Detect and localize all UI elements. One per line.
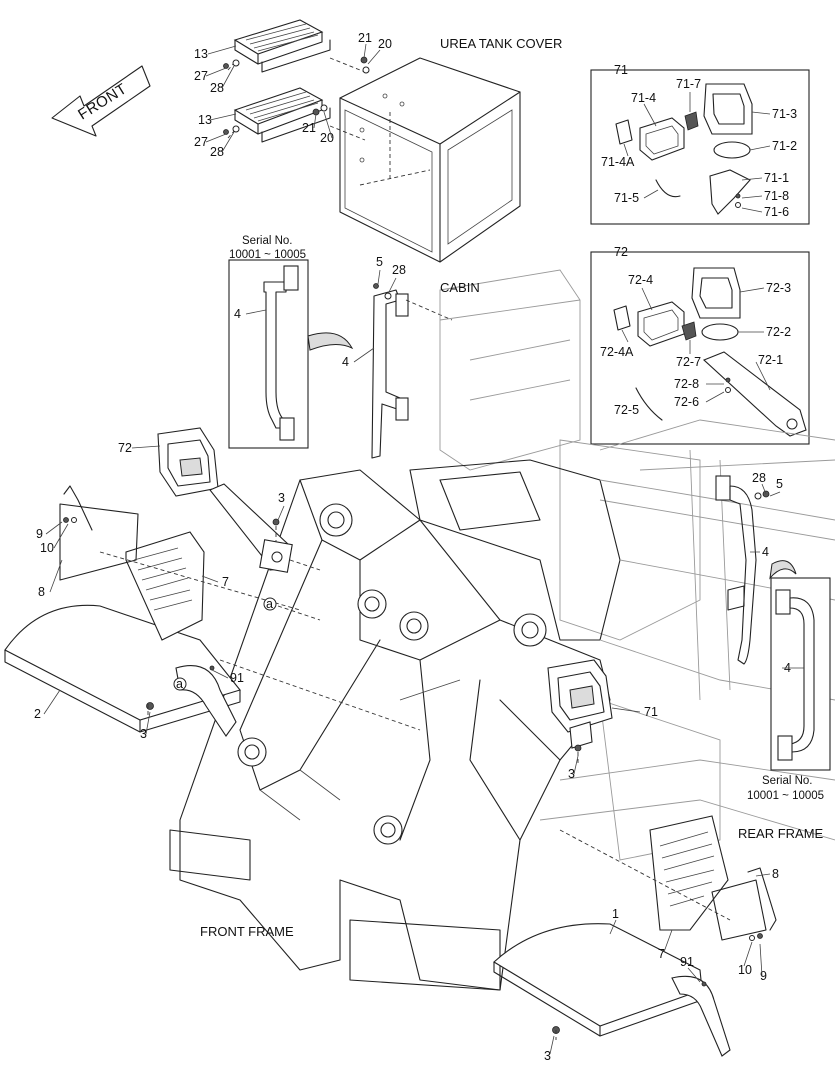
detail-box-72: 72 <box>590 245 810 445</box>
part-5-cabin: 5 <box>376 255 383 269</box>
serial-box-right <box>770 577 831 771</box>
label-71-1: 71-1 <box>764 171 789 185</box>
urea-tank-cover <box>339 57 521 263</box>
part-7-left: 7 <box>222 575 229 589</box>
serial-left-line2: 10001 ~ 10005 <box>229 249 306 261</box>
pointer-arrow-left <box>307 332 354 351</box>
part-1: 1 <box>612 907 619 921</box>
serial-right-line1: Serial No. <box>762 775 813 787</box>
label-72-3: 72-3 <box>766 281 791 295</box>
part-3-lamp72: 3 <box>278 491 285 505</box>
part-2: 2 <box>34 707 41 721</box>
part-71: 71 <box>644 705 658 719</box>
label-72-7: 72-7 <box>676 355 701 369</box>
step-lower <box>233 87 331 143</box>
part-4-cabin: 4 <box>342 355 349 369</box>
caption-urea-tank-cover: UREA TANK COVER <box>440 36 562 51</box>
part-28-upper: 28 <box>210 81 224 95</box>
part-20-upper: 20 <box>378 37 392 51</box>
label-72-1: 72-1 <box>758 353 783 367</box>
part-4-serial-left: 4 <box>234 307 241 321</box>
part-13-upper: 13 <box>194 47 208 61</box>
caption-rear-frame: REAR FRAME <box>738 826 824 841</box>
label-71-2: 71-2 <box>772 139 797 153</box>
label-71-6: 71-6 <box>764 205 789 219</box>
part-10-right: 10 <box>738 963 752 977</box>
label-71-7: 71-7 <box>676 77 701 91</box>
step-upper <box>233 19 331 73</box>
svg-text:a: a <box>176 677 183 691</box>
part-5-right: 5 <box>776 477 783 491</box>
label-71-5: 71-5 <box>614 191 639 205</box>
part-21-lower: 21 <box>302 121 316 135</box>
caption-front-frame: FRONT FRAME <box>200 924 294 939</box>
serial-right-line2: 10001 ~ 10005 <box>747 790 824 802</box>
part-10-left: 10 <box>40 541 54 555</box>
part-3-fender-right: 3 <box>544 1049 551 1063</box>
part-28-cabin: 28 <box>392 263 406 277</box>
mudguard-left <box>59 485 205 641</box>
part-28-right: 28 <box>752 471 766 485</box>
part-91-right: 91 <box>680 955 694 969</box>
fender-left <box>4 604 241 737</box>
label-72-5: 72-5 <box>614 403 639 417</box>
mudguard-right <box>649 815 777 941</box>
fender-right <box>493 923 731 1057</box>
part-8-right: 8 <box>772 867 779 881</box>
label-71-4a: 71-4A <box>601 155 635 169</box>
front-frame <box>169 469 611 991</box>
label-71-3: 71-3 <box>772 107 797 121</box>
part-72: 72 <box>118 441 132 455</box>
part-91-left: 91 <box>230 671 244 685</box>
serial-left-line1: Serial No. <box>242 235 293 247</box>
label-72-4a: 72-4A <box>600 345 634 359</box>
serial-box-left <box>228 259 309 449</box>
pointer-arrow-right <box>769 560 797 580</box>
label-72-8: 72-8 <box>674 377 699 391</box>
handrail-right <box>715 475 757 665</box>
part-27-upper: 27 <box>194 69 208 83</box>
label-72-6: 72-6 <box>674 395 699 409</box>
detail-box-71-title: 71 <box>614 63 628 77</box>
part-28-lower: 28 <box>210 145 224 159</box>
part-8-left: 8 <box>38 585 45 599</box>
part-3-fender-left: 3 <box>140 727 147 741</box>
label-71-4: 71-4 <box>631 91 656 105</box>
part-21-upper: 21 <box>358 31 372 45</box>
part-9-right: 9 <box>760 969 767 983</box>
handrail-cabin <box>371 289 409 459</box>
label-72-4: 72-4 <box>628 273 653 287</box>
part-3-lamp71: 3 <box>568 767 575 781</box>
part-7-right: 7 <box>658 947 665 961</box>
detail-box-72-title: 72 <box>614 245 628 259</box>
lamp-71-assembly <box>547 659 613 749</box>
label-71-8: 71-8 <box>764 189 789 203</box>
svg-text:a: a <box>266 597 273 611</box>
caption-cabin: CABIN <box>440 280 480 295</box>
part-4-right: 4 <box>762 545 769 559</box>
part-13-lower: 13 <box>198 113 212 127</box>
bolts-steps <box>223 56 370 135</box>
label-72-2: 72-2 <box>766 325 791 339</box>
reference-mark-a: a a <box>173 597 277 691</box>
detail-box-71: 71 <box>590 63 810 225</box>
front-direction-arrow: FRONT <box>51 65 151 137</box>
part-9-left: 9 <box>36 527 43 541</box>
part-27-lower: 27 <box>194 135 208 149</box>
lamp-72-assembly <box>157 427 293 573</box>
front-arrow-label: FRONT <box>75 80 130 123</box>
part-20-lower: 20 <box>320 131 334 145</box>
